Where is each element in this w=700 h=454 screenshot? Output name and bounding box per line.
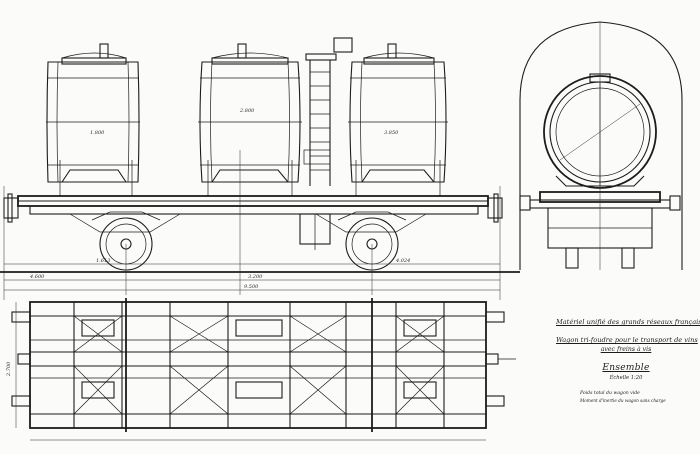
cask-middle	[198, 43, 302, 183]
title-line2: Wagon tri-foudre pour le transport de vi…	[556, 336, 698, 344]
plan-view	[11, 298, 516, 441]
dim-bottom-total: 9.500	[244, 284, 259, 290]
cask-left	[46, 43, 140, 183]
title-line1: Matériel unifié des grands réseaux franç…	[556, 318, 700, 326]
end-elevation	[519, 21, 683, 270]
dim-wheelbase: 4.600	[29, 274, 45, 280]
scale-label: Échelle 1:20	[609, 375, 643, 381]
side-elevation: 1.613 3.200 4.024 9.500 4.600 2.800 1.80…	[0, 37, 520, 300]
cask-saddles	[59, 160, 441, 196]
dim-plan-width: 2.700	[6, 361, 12, 377]
dim-height: 3.850	[384, 130, 399, 136]
dim-right-overall: 4.024	[395, 258, 410, 264]
title-line3: avec freins à vis	[600, 346, 652, 353]
dim-cask-dia: 2.800	[239, 108, 255, 114]
underframe-side	[17, 195, 489, 250]
dim-center: 3.200	[248, 274, 263, 280]
title-block: Matériel unifié des grands réseaux franç…	[556, 318, 700, 428]
weight-line1: Poids total du wagon vide	[580, 391, 640, 396]
view-name: Ensemble	[602, 363, 650, 373]
dim-left-overall: 1.613	[96, 258, 110, 264]
weight-line2: Moment d'inertie du wagon sans charge	[580, 398, 666, 403]
dim-cask-len: 1.800	[90, 130, 105, 136]
wheelsets-side	[91, 211, 407, 271]
dimension-lines-side	[3, 150, 501, 300]
access-ladder	[303, 37, 353, 186]
cask-right	[348, 43, 448, 183]
buffers-side	[3, 193, 503, 223]
